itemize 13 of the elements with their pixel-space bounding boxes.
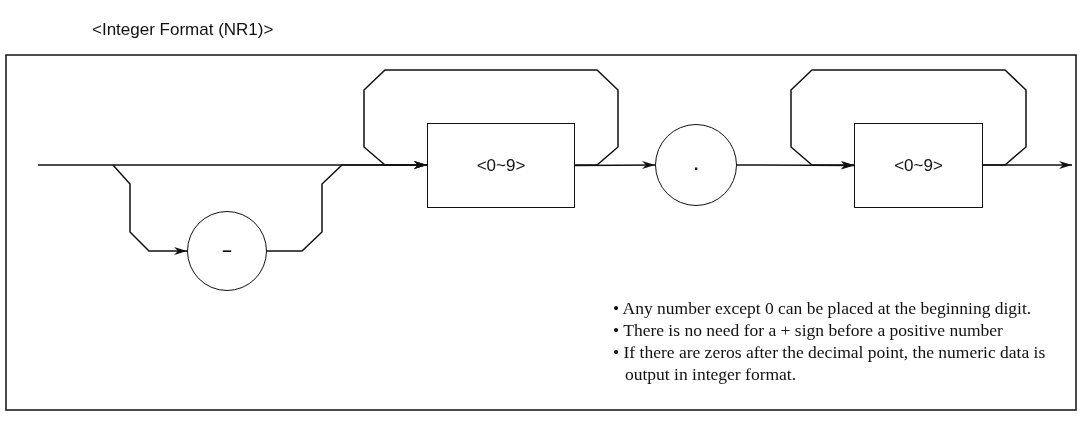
arrow [790, 69, 1027, 169]
arrow [574, 161, 656, 170]
arrow [982, 161, 1073, 169]
arrow [112, 164, 188, 255]
terminal-circle: – [187, 211, 267, 291]
syntax-box: <0~9> [854, 123, 983, 208]
note-text: • Any number except 0 can be placed at the beginning digit. [613, 297, 1033, 319]
diagram-title: <Integer Format (NR1)> [92, 20, 274, 40]
note-text: • There is no need for a + sign before a positive number [613, 319, 1004, 341]
note-text: • If there are zeros after the decimal point, the numeric data is output in integer format. [613, 341, 1047, 385]
terminal-circle: . [655, 124, 737, 206]
arrow [363, 69, 619, 169]
syntax-box: <0~9> [427, 123, 575, 208]
